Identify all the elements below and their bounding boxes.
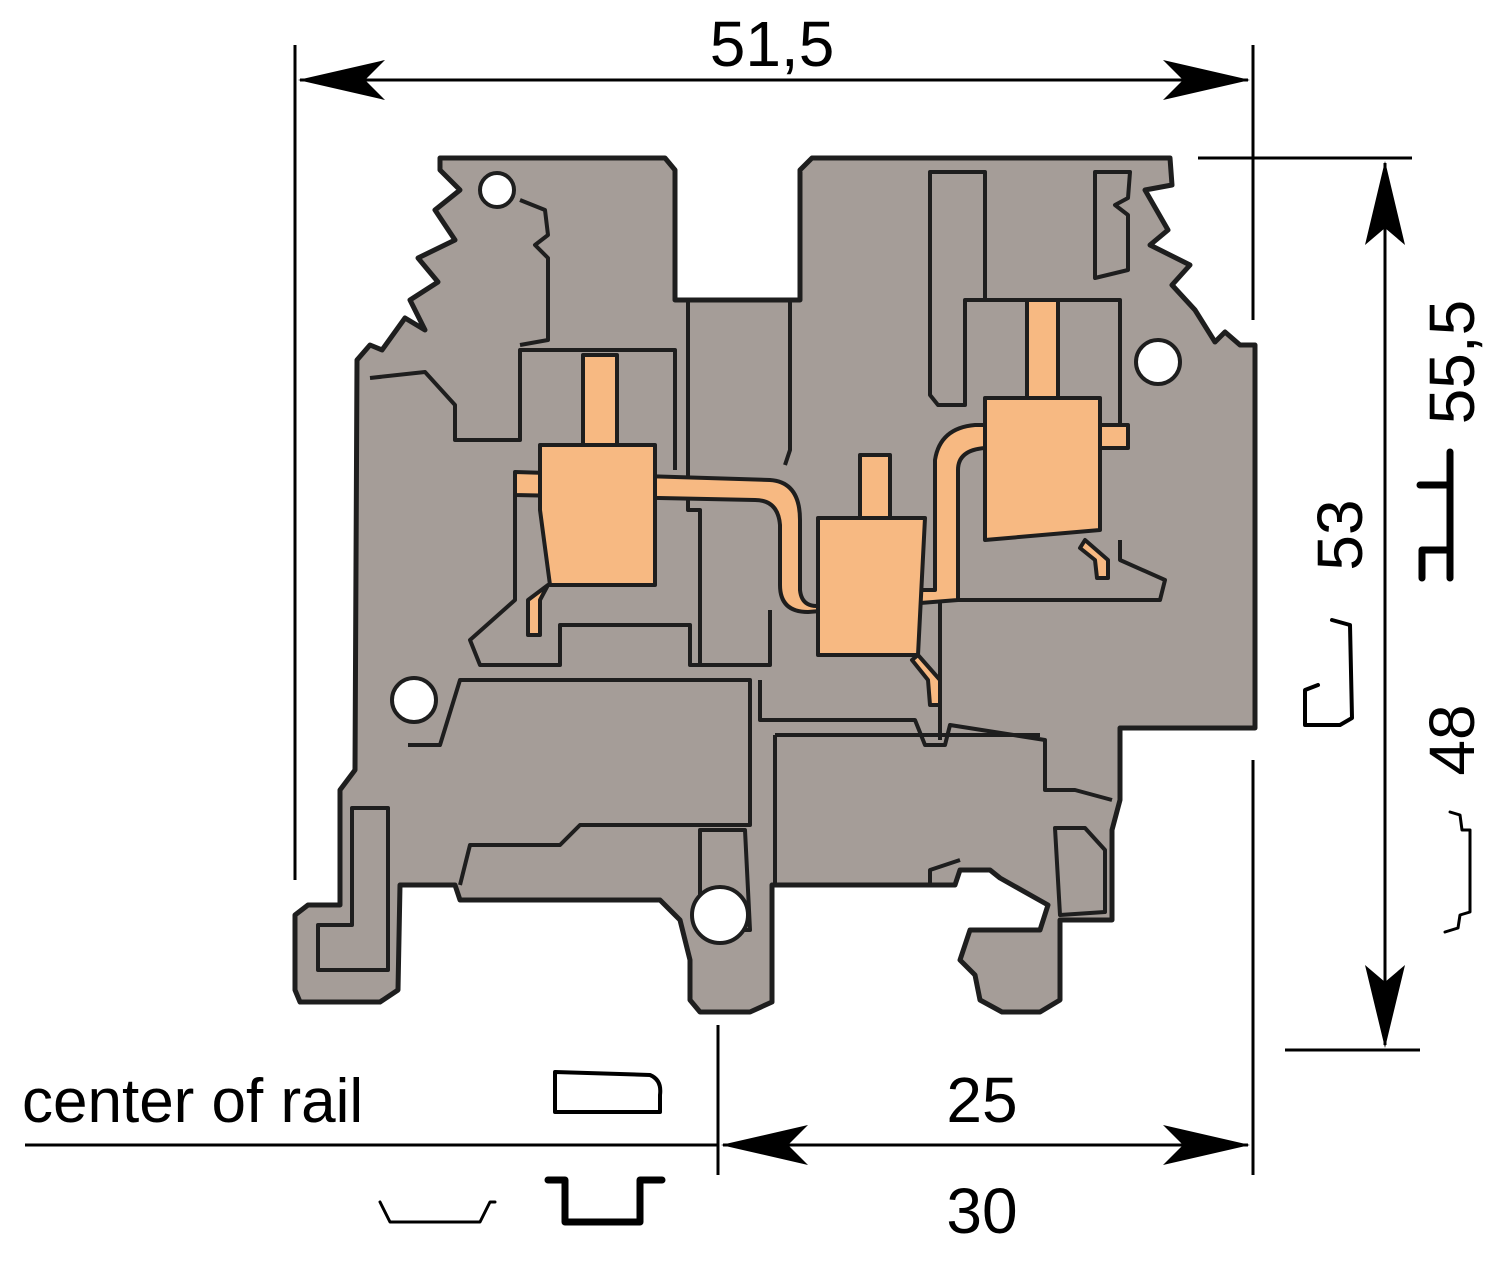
left-latch-slot bbox=[316, 806, 390, 972]
center-divider bbox=[686, 302, 772, 667]
left-clamp-screw bbox=[581, 353, 619, 447]
lower-left-chamber bbox=[408, 678, 752, 886]
right-clamp-screw bbox=[1025, 298, 1060, 400]
g-rail-icon bbox=[553, 618, 1354, 1114]
terminal-housing bbox=[292, 155, 1258, 1015]
right-clamp-hook bbox=[1078, 538, 1110, 580]
center-of-rail-label: center of rail bbox=[22, 1067, 363, 1136]
left-pocket bbox=[369, 348, 677, 470]
dimension-lines bbox=[25, 45, 1420, 1175]
right-foot-slot bbox=[1053, 826, 1107, 917]
overall-width-label: 51,5 bbox=[710, 8, 835, 80]
offset-top-hat-label: 25 bbox=[946, 1064, 1017, 1136]
lower-mid-chamber bbox=[773, 733, 1040, 885]
screw-hole-top-left bbox=[478, 171, 516, 209]
clamp-assembly bbox=[513, 298, 1130, 707]
offset-g-rail-label: 30 bbox=[946, 1175, 1017, 1247]
center-clamp-screw bbox=[858, 453, 892, 520]
mount-hole bbox=[690, 885, 750, 945]
left-chamber bbox=[468, 495, 740, 667]
mini-rail-icon bbox=[378, 810, 1472, 1224]
height-mini-rail-label: 48 bbox=[1416, 704, 1488, 775]
top-right-notch bbox=[1093, 170, 1132, 280]
height-top-hat-label: 55,5 bbox=[1416, 300, 1488, 425]
center-clamp-body bbox=[816, 516, 927, 657]
top-hat-rail-icon bbox=[544, 448, 1454, 1226]
screw-hole-mid-left bbox=[390, 676, 438, 724]
housing-body bbox=[292, 155, 1258, 1015]
right-top-slot bbox=[928, 170, 987, 407]
screw-hole-top-right bbox=[1134, 338, 1182, 386]
right-pocket bbox=[938, 298, 1167, 740]
left-clamp-body bbox=[538, 443, 657, 587]
left-clamp-hook bbox=[526, 583, 550, 637]
center-clamp-hook bbox=[910, 653, 942, 707]
center-channel bbox=[783, 300, 792, 466]
dimension-arrows bbox=[298, 60, 1405, 1165]
height-g-rail-label: 53 bbox=[1304, 499, 1376, 570]
top-left-notch bbox=[519, 198, 550, 347]
right-clamp-body bbox=[983, 396, 1102, 542]
